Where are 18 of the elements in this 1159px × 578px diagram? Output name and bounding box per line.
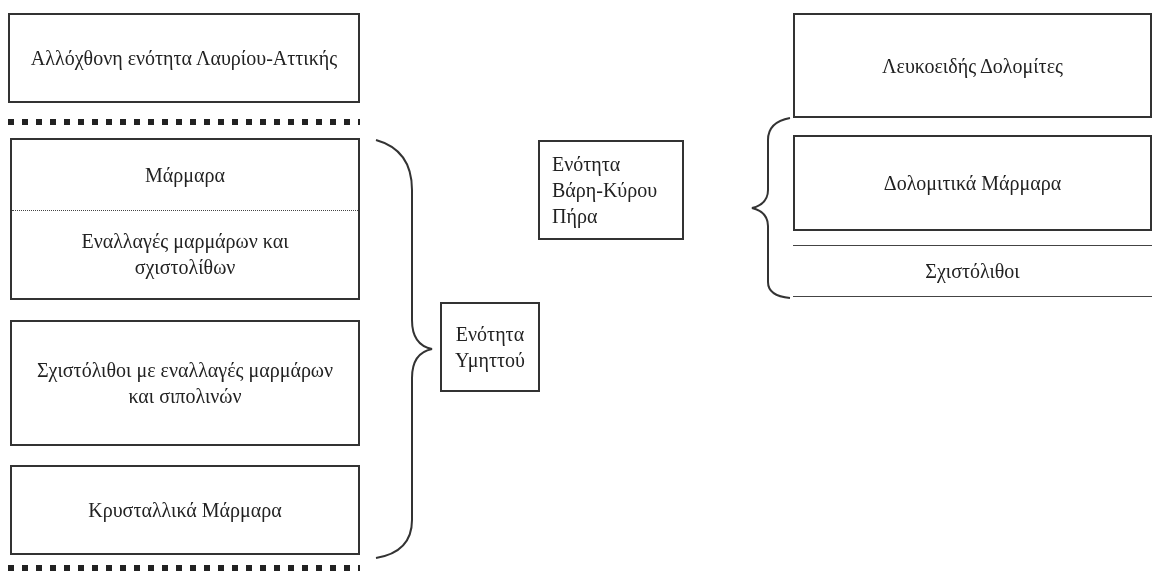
layer-label: Εναλλαγές μαρμάρων και σχιστολίθων: [80, 229, 290, 280]
layer-label: Δολομιτικά Μάρμαρα: [883, 171, 1062, 196]
unit-label: Ενότητα Υμηττού: [454, 322, 526, 373]
layer-box: [538, 140, 684, 240]
layer-box: [793, 13, 1152, 118]
layer-box: [8, 13, 360, 103]
layer-box: [793, 135, 1152, 231]
layer-label: Μάρμαρα: [145, 163, 225, 188]
layer-label: Κρυσταλλικά Μάρμαρα: [88, 498, 282, 523]
layer-box: [10, 138, 360, 300]
layer-label: Σχιστόλιθοι με εναλλαγές μαρμάρων και σιπολινών: [35, 358, 335, 409]
layer-box: [10, 465, 360, 555]
layer-box: [440, 302, 540, 392]
layer-label: Λευκοειδής Δολομίτες: [882, 53, 1063, 79]
layer-box: [10, 320, 360, 446]
layer-label: Αλλόχθονη ενότητα Λαυρίου-Αττικής: [30, 46, 338, 71]
layer-label: Σχιστόλιθοι: [925, 259, 1020, 284]
unit-label: Ενότητα Βάρη-Κύρου Πήρα: [552, 152, 659, 229]
